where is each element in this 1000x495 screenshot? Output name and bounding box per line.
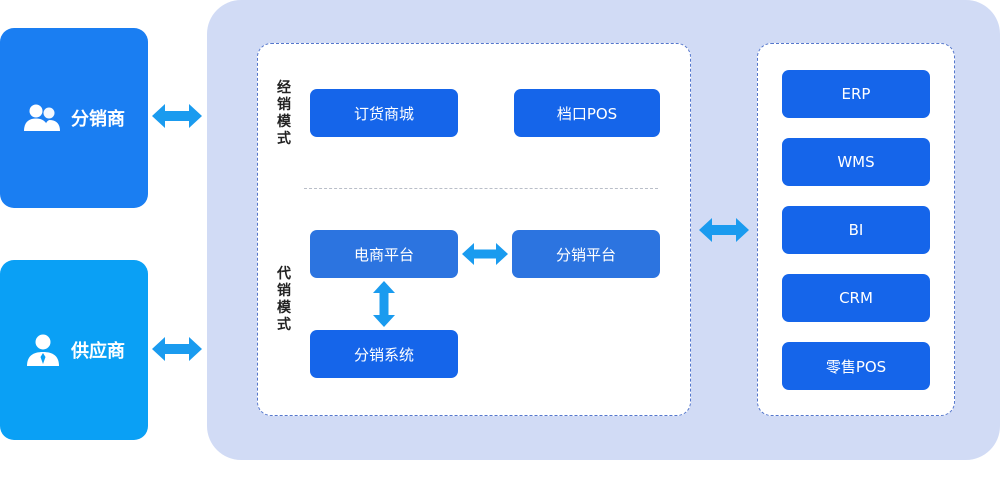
supplier-connection-arrow bbox=[152, 337, 202, 361]
ecommerce-system-arrow bbox=[373, 281, 395, 327]
modes-systems-arrow bbox=[699, 218, 749, 242]
distribution-platform-box[interactable]: 分销平台 bbox=[512, 230, 660, 278]
wms-box[interactable]: WMS bbox=[782, 138, 930, 186]
supplier-actor: 供应商 bbox=[0, 260, 148, 440]
distributor-actor: 分销商 bbox=[0, 28, 148, 208]
supplier-label: 供应商 bbox=[71, 341, 125, 362]
ecommerce-platform-box[interactable]: 电商平台 bbox=[310, 230, 458, 278]
direct-mode-label: 经销模式 bbox=[277, 80, 291, 147]
mode-divider bbox=[304, 188, 658, 189]
order-mall-box[interactable]: 订货商城 bbox=[310, 89, 458, 137]
distributor-label: 分销商 bbox=[71, 109, 125, 130]
retail-pos-box[interactable]: 零售POS bbox=[782, 342, 930, 390]
crm-box[interactable]: CRM bbox=[782, 274, 930, 322]
user-tie-icon bbox=[23, 333, 63, 367]
distribution-system-box[interactable]: 分销系统 bbox=[310, 330, 458, 378]
ecommerce-distribution-arrow bbox=[462, 243, 508, 265]
users-icon bbox=[23, 101, 63, 135]
consign-mode-label: 代销模式 bbox=[277, 266, 291, 333]
stall-pos-box[interactable]: 档口POS bbox=[514, 89, 660, 137]
erp-box[interactable]: ERP bbox=[782, 70, 930, 118]
bi-box[interactable]: BI bbox=[782, 206, 930, 254]
distributor-connection-arrow bbox=[152, 104, 202, 128]
